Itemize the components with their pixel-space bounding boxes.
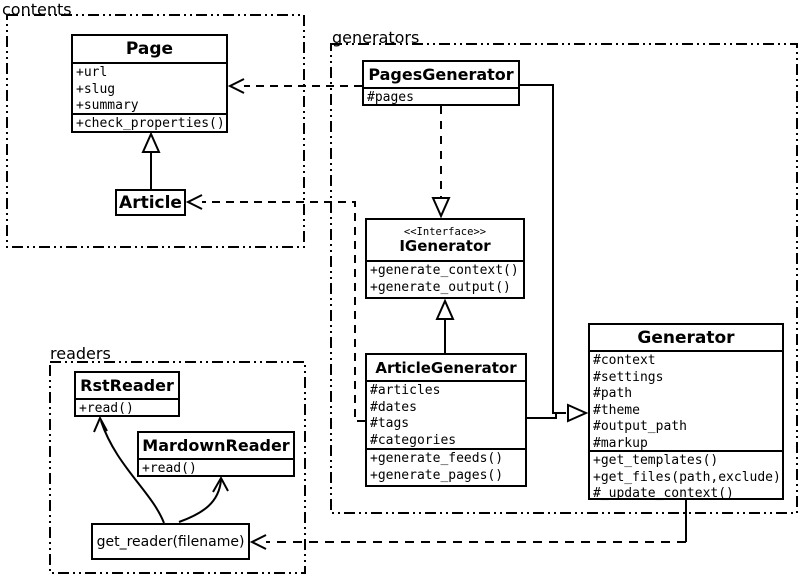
class-article-title: Article bbox=[119, 192, 182, 213]
attribute: #settings bbox=[593, 369, 664, 385]
class-generator-methods: +get_templates() +get_files(path,exclude… bbox=[590, 452, 782, 503]
class-page: Page +url +slug +summary +check_properti… bbox=[71, 34, 228, 133]
rel-pagesgenerator-realizes-igenerator bbox=[431, 106, 451, 219]
class-mardownreader: MardownReader +read() bbox=[137, 431, 295, 477]
class-mardownreader-title: MardownReader bbox=[139, 433, 293, 460]
attribute: #dates bbox=[370, 399, 417, 415]
function-get-reader-label: get_reader(filename) bbox=[96, 533, 245, 550]
method: +get_files(path,exclude) bbox=[593, 469, 781, 485]
class-rstreader: RstReader +read() bbox=[74, 371, 180, 417]
contents-package-label: contents bbox=[2, 0, 72, 19]
method: +generate_context() bbox=[370, 263, 519, 278]
attribute: +summary bbox=[76, 98, 139, 113]
readers-package-label: readers bbox=[50, 344, 111, 363]
rel-article-inherits-page bbox=[141, 131, 161, 189]
method: +read() bbox=[142, 461, 197, 476]
generators-package-label: generators bbox=[332, 28, 420, 47]
class-articlegenerator-attributes: #articles #dates #tags #categories bbox=[367, 382, 525, 450]
attribute: #articles bbox=[370, 383, 441, 398]
function-get-reader: get_reader(filename) bbox=[91, 523, 250, 560]
contents-package-border bbox=[6, 14, 305, 248]
rel-generators-inherit-generator bbox=[520, 84, 589, 423]
class-rstreader-title: RstReader bbox=[76, 373, 178, 400]
class-page-title: Page bbox=[73, 36, 226, 64]
readers-package-border bbox=[49, 361, 306, 574]
method: +read() bbox=[79, 401, 134, 416]
class-articlegenerator-title: ArticleGenerator bbox=[367, 355, 525, 382]
attribute: #tags bbox=[370, 416, 410, 431]
class-igenerator-header: <<Interface>> IGenerator bbox=[367, 220, 523, 262]
rel-getreader-to-rstreader bbox=[93, 415, 165, 524]
rel-pagesgenerator-depends-page bbox=[227, 78, 362, 94]
class-generator-title: Generator bbox=[590, 325, 782, 352]
rel-articlegenerator-depends-article bbox=[185, 194, 365, 422]
rel-getreader-to-mardownreader bbox=[178, 475, 229, 523]
attribute: #context bbox=[593, 353, 656, 368]
class-page-methods: +check_properties() bbox=[73, 115, 226, 133]
rel-articlegenerator-inherits-igenerator bbox=[435, 298, 455, 353]
attribute: #theme bbox=[593, 402, 640, 418]
attribute: #path bbox=[593, 386, 633, 401]
class-igenerator-title: IGenerator bbox=[399, 236, 491, 255]
method: +get_templates() bbox=[593, 453, 719, 468]
class-page-attributes: +url +slug +summary bbox=[73, 64, 226, 115]
class-generator-attributes: #context #settings #path #theme #output_… bbox=[590, 352, 782, 452]
class-igenerator: <<Interface>> IGenerator +generate_conte… bbox=[365, 218, 525, 299]
method: +generate_output() bbox=[370, 279, 511, 295]
generators-package-border bbox=[330, 43, 798, 514]
class-articlegenerator: ArticleGenerator #articles #dates #tags … bbox=[365, 353, 527, 487]
class-articlegenerator-methods: +generate_feeds() +generate_pages() bbox=[367, 450, 525, 485]
rel-generator-depends-getreader bbox=[249, 500, 687, 550]
attribute: #categories bbox=[370, 432, 457, 448]
attribute: #pages bbox=[367, 90, 414, 105]
method: +generate_pages() bbox=[370, 467, 504, 483]
method: +check_properties() bbox=[76, 116, 225, 131]
class-pagesgenerator-title: PagesGenerator bbox=[364, 62, 518, 89]
class-mardownreader-methods: +read() bbox=[139, 460, 293, 478]
class-rstreader-methods: +read() bbox=[76, 400, 178, 418]
stereotype-label: <<Interface>> bbox=[403, 225, 487, 238]
method: +generate_feeds() bbox=[370, 451, 504, 466]
method: #_update_context() bbox=[593, 486, 734, 501]
class-generator: Generator #context #settings #path #them… bbox=[588, 323, 784, 503]
class-pagesgenerator: PagesGenerator #pages bbox=[362, 60, 520, 106]
class-article: Article bbox=[115, 189, 186, 216]
attribute: #output_path bbox=[593, 419, 687, 434]
attribute: #markup bbox=[593, 435, 648, 451]
class-igenerator-methods: +generate_context() +generate_output() bbox=[367, 262, 523, 297]
attribute: +slug bbox=[76, 81, 116, 97]
class-pagesgenerator-attributes: #pages bbox=[364, 89, 518, 107]
attribute: +url bbox=[76, 65, 108, 80]
